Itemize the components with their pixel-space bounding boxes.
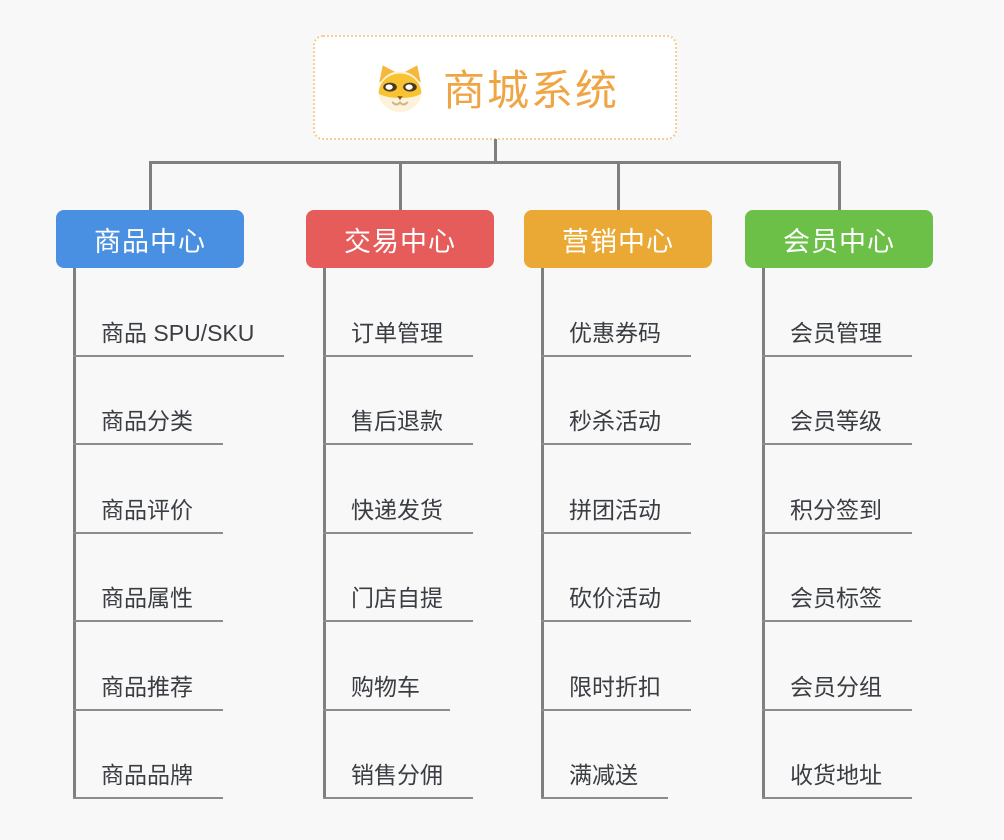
- branch-column-trade: 交易中心 订单管理 售后退款 快递发货 门店自提 购物车 销售分佣: [306, 210, 556, 799]
- leaf-node[interactable]: 拼团活动: [541, 491, 691, 534]
- branch-column-marketing: 营销中心 优惠券码 秒杀活动 拼团活动 砍价活动 限时折扣 满减送: [524, 210, 774, 799]
- leaf-node[interactable]: 快递发货: [323, 491, 473, 534]
- branch-node-product[interactable]: 商品中心: [56, 210, 244, 268]
- leaf-node[interactable]: 商品品牌: [73, 756, 223, 799]
- branch-spine: [541, 268, 544, 799]
- branch-column-product: 商品中心 商品 SPU/SKU 商品分类 商品评价 商品属性 商品推荐 商品品牌: [56, 210, 306, 799]
- branch-node-member[interactable]: 会员中心: [745, 210, 933, 268]
- leaf-node[interactable]: 收货地址: [762, 756, 912, 799]
- branch-label: 商品中心: [94, 226, 206, 257]
- connector-bus: [149, 161, 839, 164]
- leaf-node[interactable]: 会员标签: [762, 579, 912, 622]
- leaf-node[interactable]: 商品属性: [73, 579, 223, 622]
- leaf-node[interactable]: 会员等级: [762, 402, 912, 445]
- connector-drop-1: [149, 161, 152, 210]
- branch-node-marketing[interactable]: 营销中心: [524, 210, 712, 268]
- dog-face-icon: [378, 64, 422, 112]
- leaf-node[interactable]: 积分签到: [762, 491, 912, 534]
- branch-spine: [323, 268, 326, 799]
- leaf-node[interactable]: 商品分类: [73, 402, 223, 445]
- branch-spine: [762, 268, 765, 799]
- connector-drop-4: [838, 161, 841, 210]
- leaf-node[interactable]: 门店自提: [323, 579, 473, 622]
- leaf-node[interactable]: 满减送: [541, 756, 668, 799]
- branch-label: 交易中心: [344, 226, 456, 257]
- leaf-node[interactable]: 订单管理: [323, 314, 473, 357]
- leaf-node[interactable]: 商品推荐: [73, 668, 223, 711]
- leaf-node[interactable]: 秒杀活动: [541, 402, 691, 445]
- leaf-node[interactable]: 会员分组: [762, 668, 912, 711]
- leaf-node[interactable]: 商品评价: [73, 491, 223, 534]
- branch-spine: [73, 268, 76, 799]
- branch-node-trade[interactable]: 交易中心: [306, 210, 494, 268]
- branch-label: 营销中心: [562, 226, 674, 257]
- connector-drop-3: [617, 161, 620, 210]
- leaf-node[interactable]: 限时折扣: [541, 668, 691, 711]
- root-node[interactable]: 商城系统: [313, 35, 677, 140]
- leaf-node[interactable]: 商品 SPU/SKU: [73, 314, 285, 357]
- branch-column-member: 会员中心 会员管理 会员等级 积分签到 会员标签 会员分组 收货地址: [745, 210, 995, 799]
- leaf-node[interactable]: 销售分佣: [323, 756, 473, 799]
- leaf-node[interactable]: 售后退款: [323, 402, 473, 445]
- connector-drop-2: [399, 161, 402, 210]
- branch-label: 会员中心: [783, 226, 895, 257]
- leaf-node[interactable]: 优惠券码: [541, 314, 691, 357]
- connector-root-drop: [494, 139, 497, 163]
- leaf-node[interactable]: 砍价活动: [541, 579, 691, 622]
- leaf-node[interactable]: 购物车: [323, 668, 450, 711]
- root-title: 商城系统: [442, 67, 619, 114]
- leaf-node[interactable]: 会员管理: [762, 314, 912, 357]
